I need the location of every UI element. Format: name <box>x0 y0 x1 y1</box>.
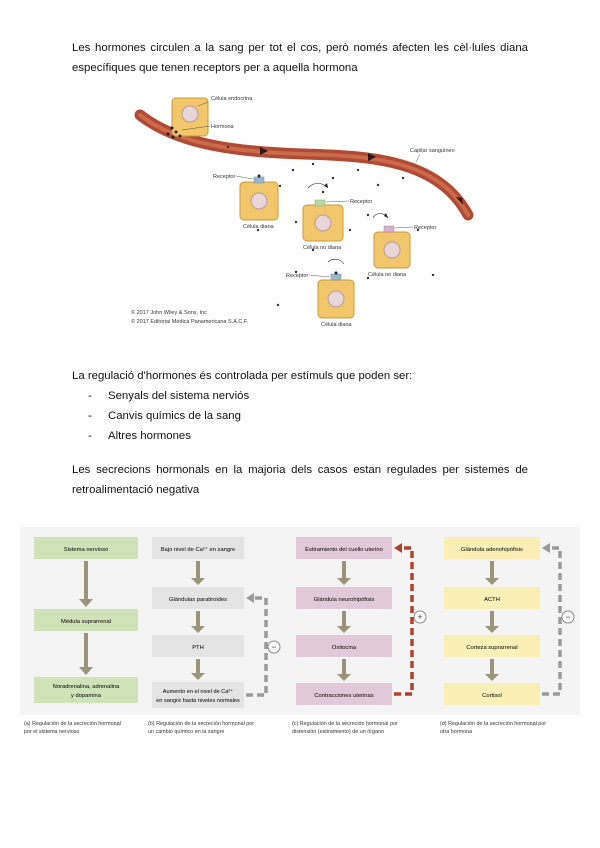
panel-b-negative-sign: − <box>271 642 276 652</box>
label-receptor-2: Receptor <box>350 199 372 205</box>
panel-d: Glándula adenohipófisis ACTH Corteza sup… <box>444 537 575 705</box>
label-non-target-cell-2: Célula no diana <box>368 272 407 278</box>
panel-a-box-3: Noradrenalina, adrenalina <box>53 684 120 690</box>
hormone-molecules <box>166 126 182 139</box>
caption-c-1: (c) Regulación de la secreción hormonal … <box>292 721 398 727</box>
hormone-regulation-figure: Sistema nervioso Médula suprarrenal Nora… <box>20 527 580 735</box>
copyright-line-2: © 2017 Editorial Médica Panamericana S.A… <box>131 318 249 325</box>
feedback-line-2: retroalimentació negativa <box>72 484 200 496</box>
panel-c-box-3: Oxitocina <box>332 645 357 651</box>
panel-a-box-2: Médula suprarrenal <box>61 619 111 625</box>
panel-b-box-4: Aumento en el nivel de Ca²⁺ <box>163 688 233 695</box>
caption-b-2: un cambio químico en la sangre <box>148 729 224 735</box>
endocrine-cell <box>171 97 209 137</box>
label-non-target-cell-1: Célula no diana <box>303 245 342 251</box>
intro-paragraph: Les hormones circulen a la sang per tot … <box>72 38 528 78</box>
panel-d-negative-sign: − <box>565 612 570 622</box>
intro-line-1: Les hormones circulen a la sang per tot … <box>72 42 528 54</box>
list-item: -Altres hormones <box>88 430 191 442</box>
non-target-cell-1 <box>302 199 344 242</box>
list-item: -Senyals del sistema nerviós <box>88 390 250 402</box>
panel-c: Estiramiento del cuello uterino Glándula… <box>296 537 427 705</box>
label-target-cell-1: Célula diana <box>243 224 275 230</box>
caption-d-2: otra hormona <box>440 729 472 735</box>
hormone-target-figure: Célula endocrina Hormona Capilar sanguín… <box>131 96 474 328</box>
panel-c-box-2: Glándula neurohipófisis <box>314 597 375 603</box>
regulation-intro: La regulació d'hormones és controlada pe… <box>72 370 413 382</box>
label-endocrine-cell: Célula endocrina <box>211 96 253 102</box>
regulation-list: -Senyals del sistema nerviós -Canvis quí… <box>88 386 249 446</box>
feedback-paragraph: Les secrecions hormonals en la majoria d… <box>72 460 528 500</box>
svg-text:y dopamina: y dopamina <box>71 693 102 699</box>
non-target-cell-2 <box>373 225 411 269</box>
panel-c-box-1: Estiramiento del cuello uterino <box>305 547 383 553</box>
target-cell-2 <box>317 271 355 319</box>
label-target-cell-2: Célula diana <box>321 322 353 328</box>
feedback-line-1: Les secrecions hormonals en la majoria d… <box>72 464 528 476</box>
panel-d-box-1: Glándula adenohipófisis <box>461 547 523 553</box>
label-receptor-3: Receptor <box>414 225 436 231</box>
caption-c-2: distensión (estiramiento) de un órgano <box>292 729 384 735</box>
caption-a-2: por el sistema nervioso <box>24 729 79 735</box>
label-capillary: Capilar sanguíneo <box>410 148 455 154</box>
label-receptor-4: Receptor <box>286 273 308 279</box>
caption-d-1: (d) Regulación de la secreción hormonal … <box>440 721 546 727</box>
panel-c-box-4: Contracciones uterinas <box>314 693 373 699</box>
copyright-line-1: © 2017 John Wiley & Sons, Inc <box>131 309 207 316</box>
label-receptor-1: Receptor <box>213 174 235 180</box>
panel-d-box-2: ACTH <box>484 597 500 603</box>
panel-d-box-3: Corteza suprarrenal <box>466 645 517 651</box>
caption-a-1: (a) Regulación de la secreción hormonal <box>24 721 121 727</box>
panel-b: Bajo nivel de Ca²⁺ en sangre Glándulas p… <box>152 537 281 708</box>
intro-line-2: específiques que tenen receptors per a a… <box>72 62 358 74</box>
panel-b-box-2: Glándulas paratiroides <box>169 597 227 603</box>
panel-b-box-1: Bajo nivel de Ca²⁺ en sangre <box>161 546 236 553</box>
caption-b-1: (b) Regulación de la secreción hormonal … <box>148 721 254 727</box>
panel-c-positive-sign: + <box>417 612 422 622</box>
label-hormone: Hormona <box>211 124 235 130</box>
panel-a: Sistema nervioso Médula suprarrenal Nora… <box>34 537 138 703</box>
svg-text:en sangre hasta niveles normal: en sangre hasta niveles normales <box>156 698 240 704</box>
list-item: -Canvis químics de la sang <box>88 410 241 422</box>
panel-b-box-3: PTH <box>192 645 204 651</box>
target-cell-1 <box>239 174 279 221</box>
panel-a-box-1: Sistema nervioso <box>64 547 108 553</box>
panel-d-box-4: Cortisol <box>482 693 502 699</box>
